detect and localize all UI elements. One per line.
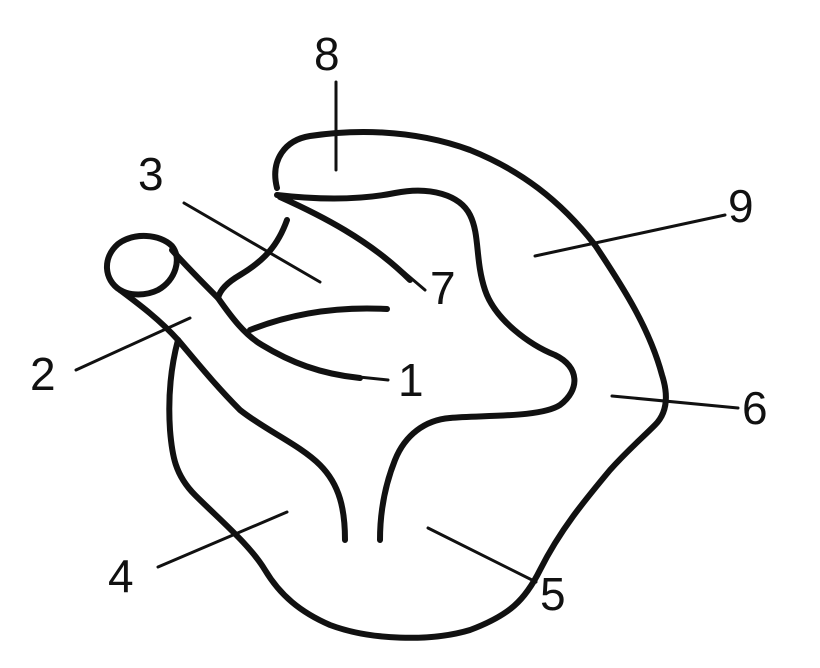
leader-line-9 [533, 213, 727, 258]
leader-line-2 [74, 316, 192, 372]
label-3: 3 [138, 148, 164, 200]
label-6: 6 [742, 382, 768, 434]
top-cap-outline [272, 128, 598, 248]
label-1: 1 [398, 354, 424, 406]
label-7: 7 [430, 262, 456, 314]
label-5: 5 [540, 568, 566, 620]
right-outer-outline [166, 242, 669, 641]
stalk-upper-outline [215, 217, 290, 301]
leader-line-7 [383, 254, 427, 292]
label-8: 8 [314, 28, 340, 80]
leader-line-1 [328, 372, 390, 382]
cap-inner-outline [274, 187, 578, 421]
tube-end-outline [104, 233, 180, 298]
inner-upper-edge [277, 194, 413, 283]
leader-line-6 [610, 394, 740, 410]
left-lobe-inner-outline [175, 337, 348, 543]
tube-top-outline [169, 247, 221, 301]
leader-line-4 [156, 510, 289, 569]
central-fissure-outline [377, 415, 453, 543]
leader-line-3 [182, 201, 322, 284]
leader-line-5 [426, 526, 538, 584]
label-2: 2 [30, 348, 56, 400]
inner-arc-1 [247, 305, 390, 333]
label-9: 9 [728, 180, 754, 232]
tube-bottom-outline [117, 287, 181, 343]
label-4: 4 [108, 550, 134, 602]
